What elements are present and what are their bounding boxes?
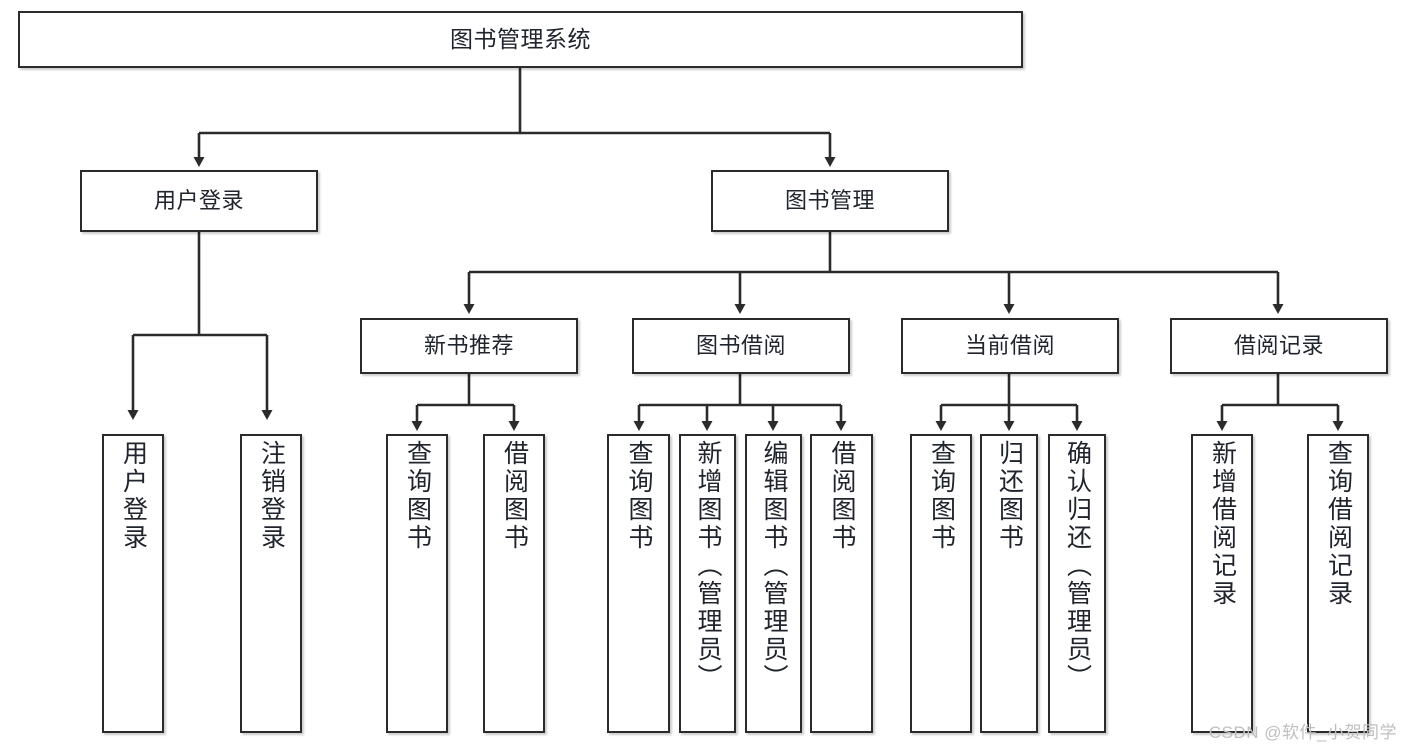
node-leaf-add-borrow-record[interactable]: 新增借阅记录: [1191, 434, 1253, 733]
node-label: 当前借阅: [964, 333, 1055, 359]
node-label: 用户登录: [153, 188, 244, 214]
csdn-watermark: CSDN @软件_小贺同学: [1208, 723, 1397, 742]
node-label: 查询图书: [927, 440, 956, 552]
node-leaf-borrow-book[interactable]: 借阅图书: [810, 434, 873, 733]
node-current-borrow[interactable]: 当前借阅: [901, 318, 1119, 374]
node-label: 注销登录: [257, 440, 286, 552]
node-root-book-management-system[interactable]: 图书管理系统: [18, 11, 1023, 68]
node-user-login[interactable]: 用户登录: [80, 170, 318, 232]
node-leaf-user-login[interactable]: 用户登录: [102, 434, 164, 733]
node-label: 借阅图书: [500, 440, 529, 552]
node-label: 查询图书: [403, 440, 432, 552]
node-label: 查询图书: [625, 440, 653, 552]
node-label: 新书推荐: [423, 333, 514, 359]
node-label: 借阅记录: [1233, 333, 1324, 359]
node-label: 借阅图书: [828, 440, 856, 552]
node-book-borrow[interactable]: 图书借阅: [632, 318, 850, 374]
node-leaf-query-borrow-record[interactable]: 查询借阅记录: [1307, 434, 1369, 733]
node-label: 图书管理系统: [450, 26, 591, 53]
node-book-management[interactable]: 图书管理: [711, 170, 949, 232]
node-label: 图书管理: [784, 188, 875, 214]
node-label: 编辑图书（管理员）: [760, 440, 788, 692]
node-new-book-recommend[interactable]: 新书推荐: [360, 318, 578, 374]
node-label: 新增借阅记录: [1208, 440, 1237, 608]
node-label: 确认归还（管理员）: [1063, 440, 1092, 692]
node-label: 用户登录: [119, 440, 148, 552]
node-label: 查询借阅记录: [1324, 440, 1353, 608]
node-label: 图书借阅: [695, 333, 786, 359]
node-leaf-query-book-borrow[interactable]: 查询图书: [607, 434, 670, 733]
node-leaf-edit-book-admin[interactable]: 编辑图书（管理员）: [745, 434, 802, 733]
node-leaf-query-book-current[interactable]: 查询图书: [910, 434, 972, 733]
node-label: 新增图书（管理员）: [694, 440, 722, 692]
node-leaf-query-book-recommend[interactable]: 查询图书: [386, 434, 448, 733]
node-leaf-confirm-return-admin[interactable]: 确认归还（管理员）: [1048, 434, 1106, 733]
node-leaf-logout[interactable]: 注销登录: [240, 434, 302, 733]
node-label: 归还图书: [995, 440, 1024, 552]
node-leaf-add-book-admin[interactable]: 新增图书（管理员）: [679, 434, 736, 733]
node-borrow-records[interactable]: 借阅记录: [1170, 318, 1388, 374]
node-leaf-borrow-book-recommend[interactable]: 借阅图书: [483, 434, 545, 733]
node-leaf-return-book[interactable]: 归还图书: [980, 434, 1038, 733]
